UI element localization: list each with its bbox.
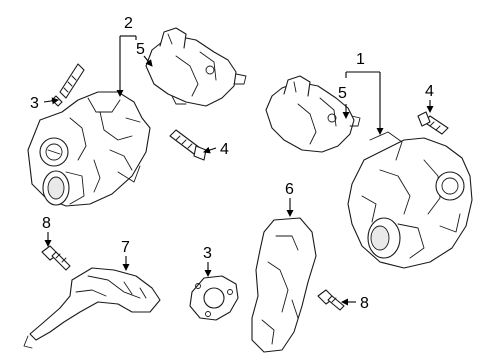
turbocharger-right [347,131,473,269]
gasket [189,275,239,321]
turbocharger-left [27,91,151,207]
bolt-4-left [169,129,207,161]
callout-4-right: 4 [425,83,434,100]
callout-6: 6 [285,181,294,198]
bracket [23,267,161,349]
callout-7: 7 [121,239,130,256]
callout-8-left: 8 [42,215,51,232]
heat-shield [251,217,317,353]
callout-numbers: 2 5 3 4 1 5 4 8 7 3 6 8 [30,15,434,312]
callout-3-left: 3 [30,95,39,112]
callout-4-left: 4 [220,141,229,158]
callout-5-right: 5 [338,85,347,102]
bolt-4-right [417,111,449,135]
callout-5-left: 5 [136,41,145,58]
bolt-8-left [41,245,71,271]
leader-lines [43,35,434,306]
actuator-left [145,27,247,107]
actuator-right [265,75,361,153]
callout-3-bottom: 3 [203,245,212,262]
callout-1: 1 [356,51,365,68]
callout-8-right: 8 [360,295,369,312]
bolt-8-right [317,289,345,311]
callout-2: 2 [124,15,133,32]
